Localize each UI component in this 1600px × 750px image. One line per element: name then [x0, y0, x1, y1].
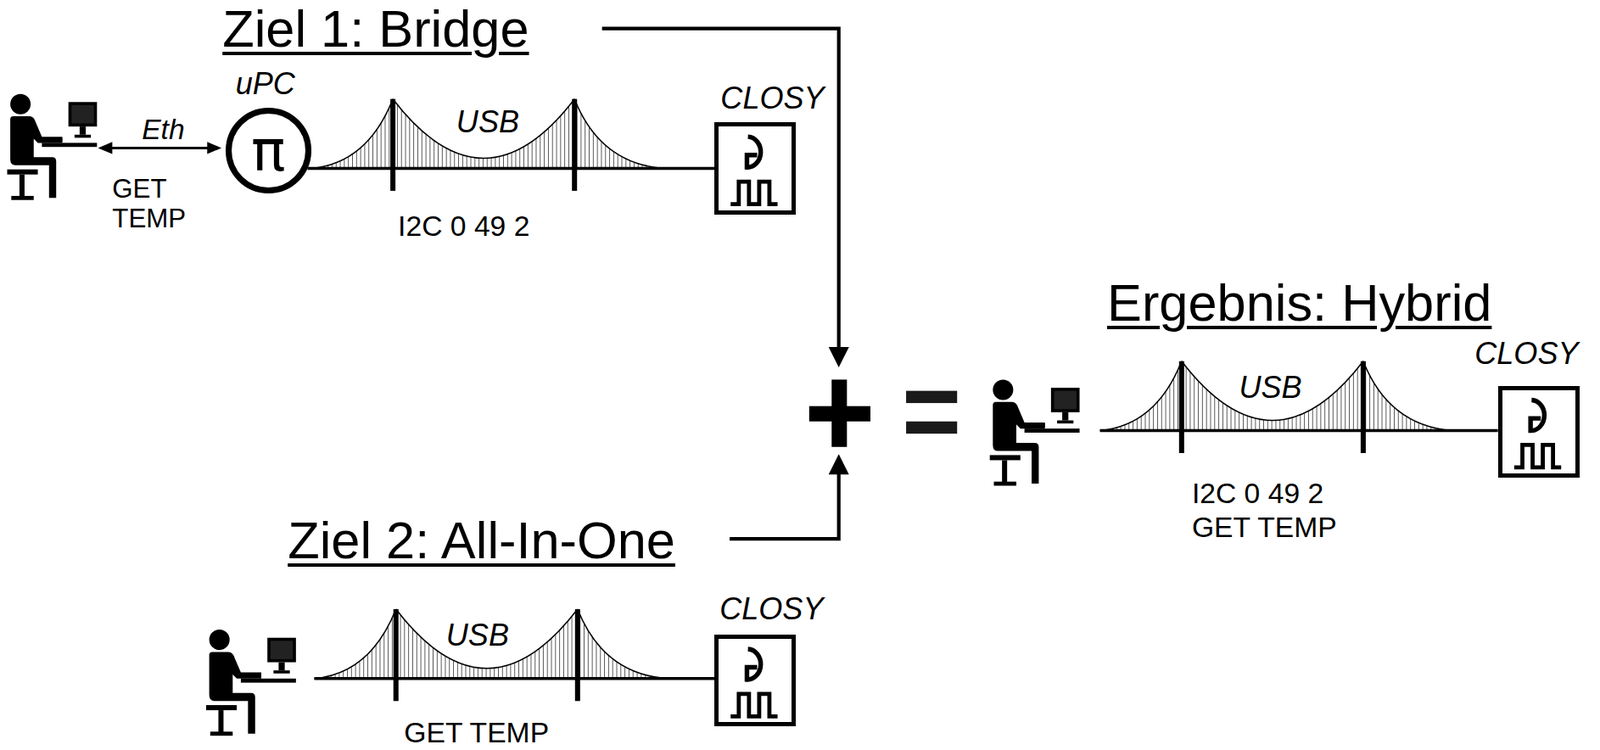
section-title: Ziel 2: All-In-One [287, 509, 676, 572]
bridge-deck [314, 676, 715, 681]
section-title: Ziel 1: Bridge [222, 0, 529, 61]
ethernet-arrow [108, 146, 212, 150]
merge-arrow [602, 28, 840, 352]
user-icon [6, 94, 97, 201]
plus-sign [809, 406, 871, 422]
device-box: CLOSY [1498, 386, 1580, 478]
equals-sign [906, 391, 957, 403]
node-symbol: π [251, 122, 286, 180]
arrow-head [98, 141, 113, 154]
usb-bridge [314, 609, 667, 701]
command-text: GET TEMP [403, 716, 549, 750]
device-box: CLOSY [714, 122, 796, 214]
equals-sign [906, 421, 957, 434]
micro-pc-circle: uPCπ [225, 107, 312, 194]
arrow-head [828, 453, 850, 475]
bus-label: USB [456, 103, 520, 140]
usb-link [307, 167, 715, 171]
user-icon [206, 629, 297, 736]
circle-outline [228, 111, 308, 191]
closy-icon [730, 136, 778, 204]
node-heading: CLOSY [720, 79, 824, 117]
command-text: GET TEMP [111, 173, 194, 235]
node-heading: CLOSY [1474, 335, 1578, 372]
usb-bridge [1100, 361, 1453, 454]
arrow-head [206, 141, 222, 154]
device-box: CLOSY [714, 634, 796, 727]
bus-label: USB [446, 616, 510, 654]
user-icon [990, 379, 1080, 486]
section-title: Ergebnis: Hybrid [1107, 271, 1492, 335]
arrow-head [828, 346, 850, 368]
node-heading: CLOSY [719, 590, 823, 627]
usb-bridge [311, 99, 664, 191]
command-text: I2C 0 49 2 [1191, 476, 1324, 511]
merge-arrow [729, 471, 840, 539]
link-label: Eth [141, 112, 185, 147]
bus-label: USB [1238, 369, 1302, 406]
bridge-deck [1100, 429, 1499, 433]
command-text: I2C 0 49 2 [397, 209, 530, 244]
command-text: GET TEMP [1191, 510, 1338, 545]
node-heading: uPC [235, 65, 296, 102]
closy-icon [1514, 399, 1561, 467]
closy-icon [730, 648, 778, 717]
